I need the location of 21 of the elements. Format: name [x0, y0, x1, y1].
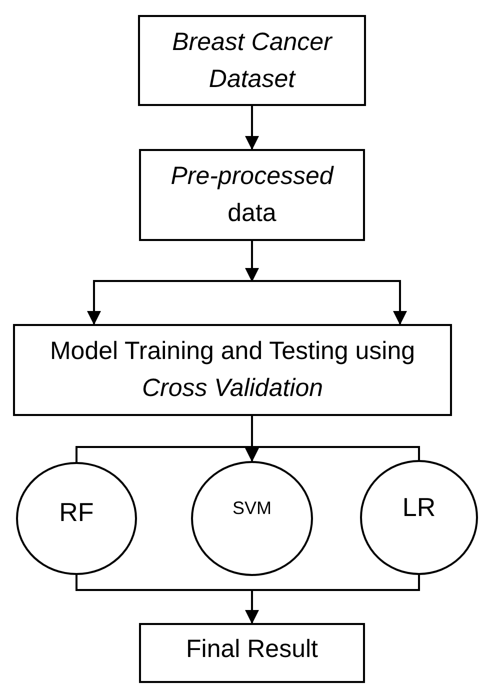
connector-line — [252, 575, 420, 591]
process-box — [13, 324, 452, 416]
node-label: RF — [59, 496, 94, 529]
node-label: Breast Cancer Dataset — [171, 26, 334, 94]
process-box — [138, 15, 366, 106]
process-box — [139, 623, 365, 683]
arrow — [245, 106, 259, 150]
arrow — [245, 240, 259, 282]
connector-line — [76, 446, 252, 462]
node-label: Final Result — [186, 634, 318, 664]
node-label: Pre-processed data — [170, 161, 335, 229]
arrow — [87, 280, 252, 325]
connector-line — [252, 446, 420, 460]
node-label: LR — [402, 491, 436, 524]
node-label: SVM — [232, 497, 272, 520]
arrow — [252, 280, 407, 325]
arrow — [245, 415, 259, 462]
connector-line — [76, 575, 252, 591]
process-box — [139, 149, 365, 241]
node-label: Model Training and Testing using Cross Validation — [48, 336, 416, 404]
arrow — [245, 589, 259, 624]
